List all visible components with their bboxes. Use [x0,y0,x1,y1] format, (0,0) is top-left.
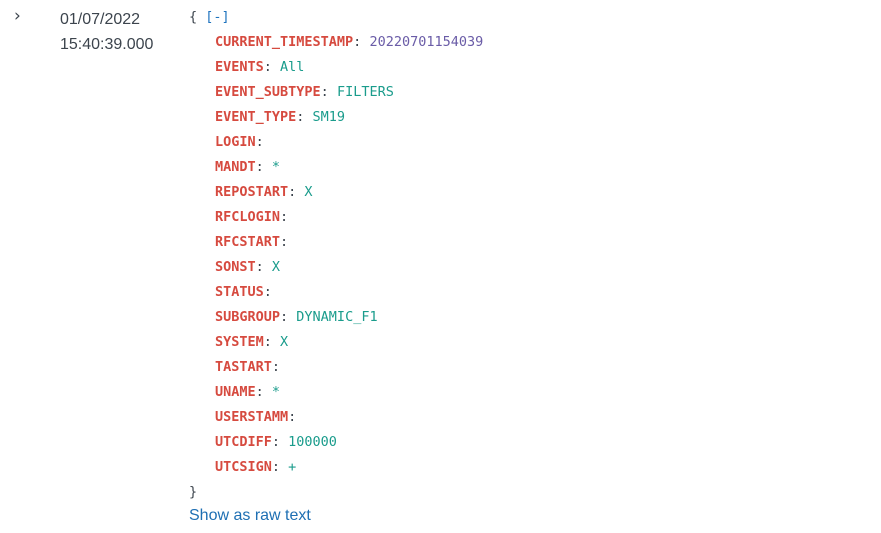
colon: : [353,34,370,50]
colon: : [263,334,281,350]
show-raw-text-link[interactable]: Show as raw text [189,507,311,524]
json-field: SUBGROUP: DYNAMIC_F1 [189,305,483,330]
field-key[interactable]: EVENT_TYPE [215,109,297,125]
colon: : [255,384,272,400]
field-value[interactable]: All [280,59,305,75]
field-value[interactable]: X [304,184,313,200]
colon: : [296,109,313,125]
colon: : [263,59,281,75]
json-field: EVENT_TYPE: SM19 [189,105,483,130]
field-key[interactable]: EVENTS [215,59,264,75]
open-brace: { [189,9,198,25]
collapse-toggle[interactable]: [-] [205,9,230,25]
field-key[interactable]: RFCSTART [215,234,281,250]
field-key[interactable]: TASTART [215,359,272,375]
field-value[interactable]: DYNAMIC_F1 [296,309,378,325]
colon: : [271,434,289,450]
colon: : [255,159,272,175]
json-field: REPOSTART: X [189,180,483,205]
field-key[interactable]: MANDT [215,159,256,175]
json-field: UTCDIFF: 100000 [189,430,483,455]
field-key[interactable]: UNAME [215,384,256,400]
json-field: SONST: X [189,255,483,280]
field-value[interactable]: FILTERS [336,84,394,100]
colon: : [255,134,272,150]
close-brace: } [189,484,198,500]
colon: : [288,409,305,425]
field-value[interactable]: + [288,459,297,475]
json-field: USERSTAMM: [189,405,483,430]
colon: : [280,309,297,325]
field-value[interactable]: 100000 [288,434,337,450]
field-key[interactable]: STATUS [215,284,264,300]
json-field: UTCSIGN: + [189,455,483,480]
colon: : [271,459,289,475]
json-field: CURRENT_TIMESTAMP: 20220701154039 [189,30,483,55]
colon: : [288,184,305,200]
field-key[interactable]: SUBGROUP [215,309,281,325]
json-field: MANDT: * [189,155,483,180]
colon: : [280,209,297,225]
field-value[interactable]: SM19 [312,109,346,125]
field-key[interactable]: LOGIN [215,134,256,150]
event-date: 01/07/2022 [60,11,141,28]
json-field: UNAME: * [189,380,483,405]
field-key[interactable]: UTCSIGN [215,459,272,475]
json-field: SYSTEM: X [189,330,483,355]
field-key[interactable]: USERSTAMM [215,409,289,425]
json-field: LOGIN: [189,130,483,155]
event-timestamp: 01/07/2022 15:40:39.000 [60,7,153,57]
json-field: RFCLOGIN: [189,205,483,230]
json-field: STATUS: [189,280,483,305]
colon: : [263,284,281,300]
event-time: 15:40:39.000 [60,36,154,53]
json-field: TASTART: [189,355,483,380]
json-field: EVENTS: All [189,55,483,80]
field-key[interactable]: SYSTEM [215,334,264,350]
json-field: RFCSTART: [189,230,483,255]
field-key[interactable]: EVENT_SUBTYPE [215,84,321,100]
field-value[interactable]: X [280,334,289,350]
colon: : [271,359,289,375]
colon: : [320,84,337,100]
chevron-right-icon[interactable]: › [14,6,21,26]
field-value[interactable]: * [271,159,281,175]
colon: : [280,234,297,250]
field-key[interactable]: SONST [215,259,256,275]
colon: : [255,259,272,275]
field-key[interactable]: REPOSTART [215,184,289,200]
field-value[interactable]: X [271,259,281,275]
field-key[interactable]: CURRENT_TIMESTAMP [215,34,354,50]
field-value[interactable]: * [271,384,281,400]
field-key[interactable]: UTCDIFF [215,434,272,450]
json-field: EVENT_SUBTYPE: FILTERS [189,80,483,105]
field-value[interactable]: 20220701154039 [369,34,484,50]
field-key[interactable]: RFCLOGIN [215,209,281,225]
